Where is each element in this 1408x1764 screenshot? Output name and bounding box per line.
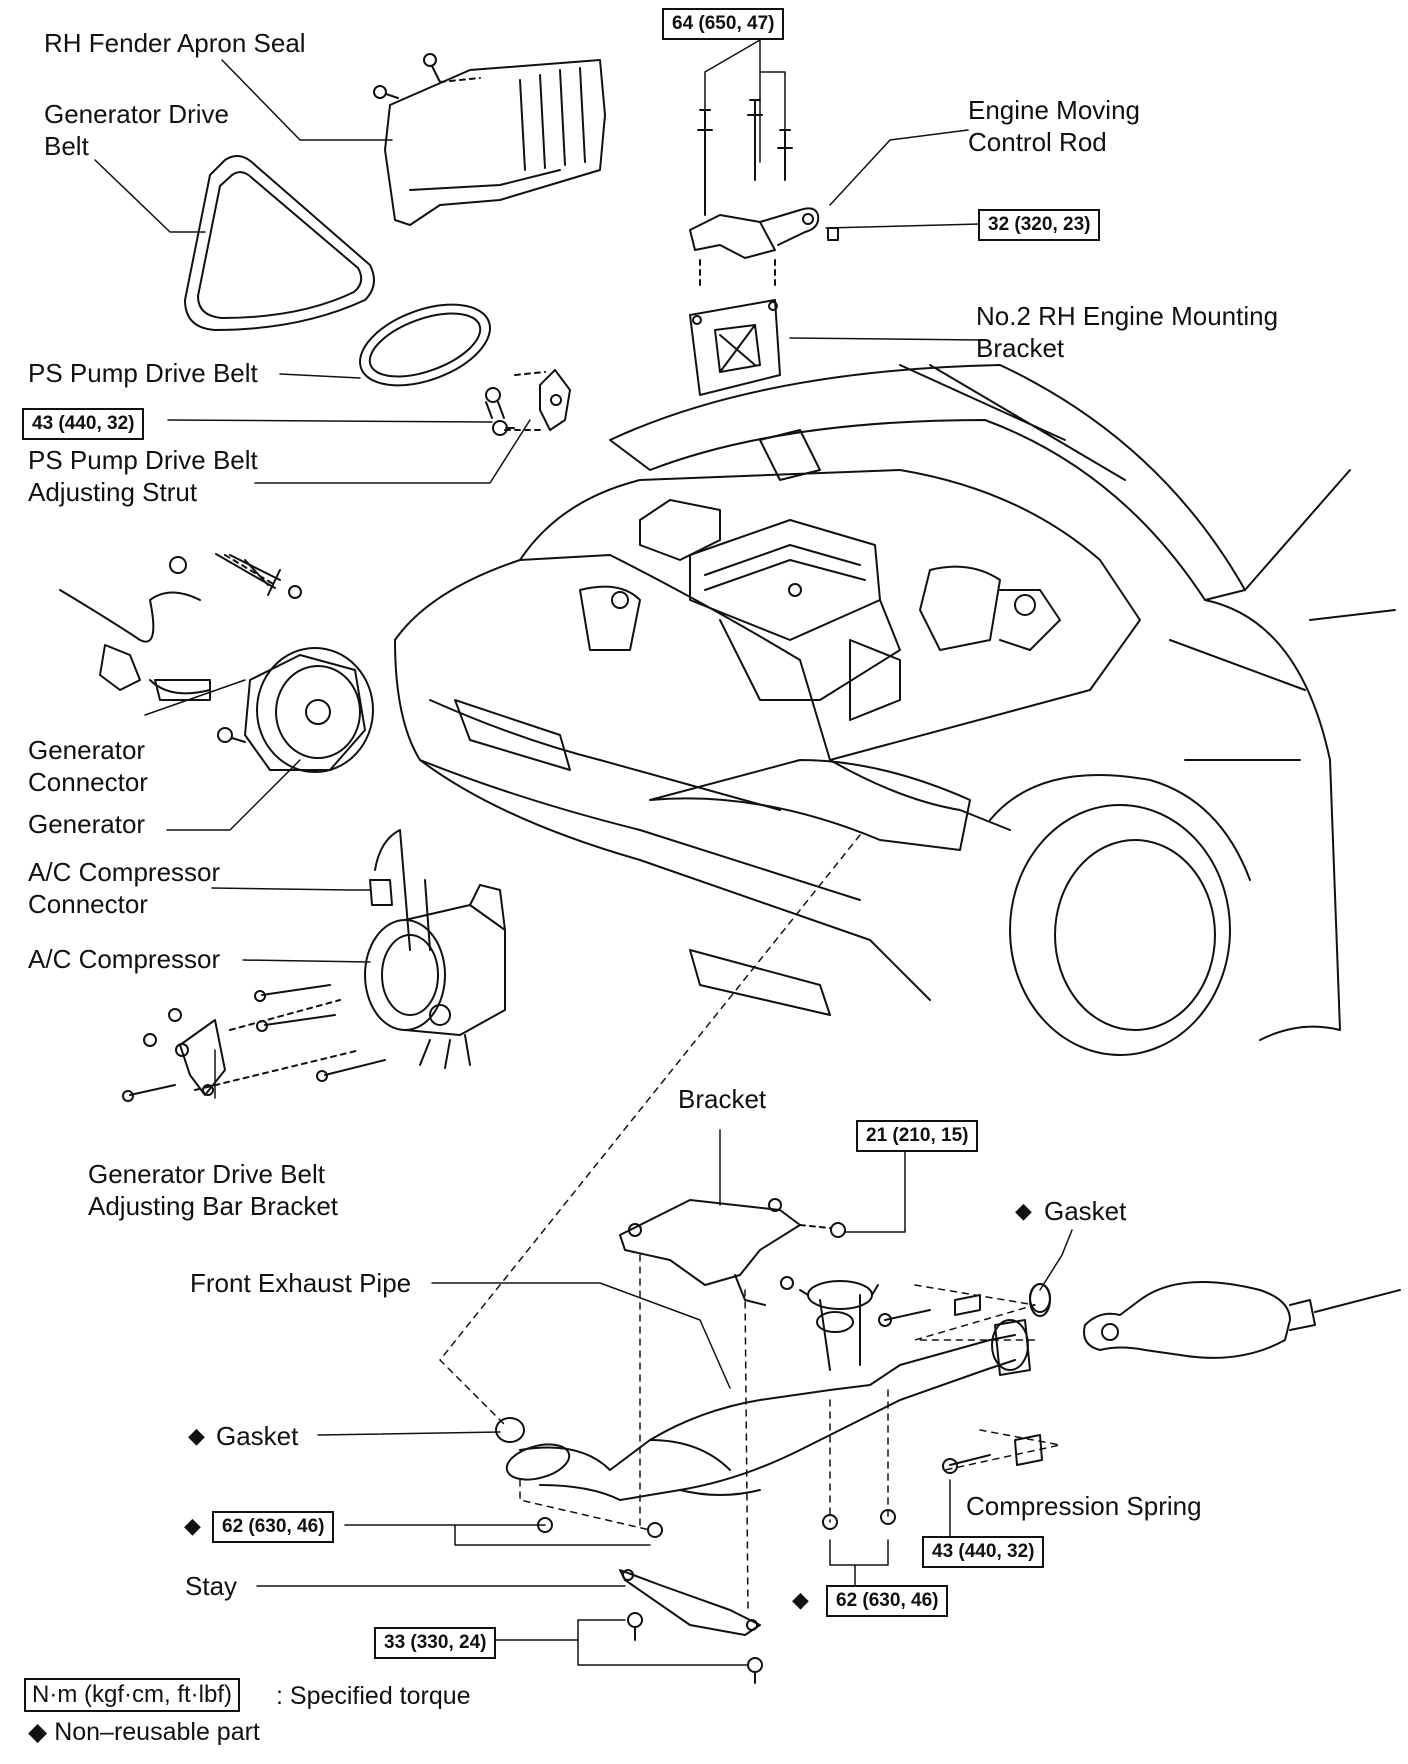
label-rh-fender-apron-seal: RH Fender Apron Seal: [44, 28, 306, 58]
ps-pump-drive-belt-part: [358, 303, 492, 387]
engine-control-rod-part: [689, 99, 839, 291]
fasteners: [495, 1283, 1051, 1684]
label-ac-compressor-connector: A/C Compressor Connector: [28, 857, 221, 919]
torque-top-bolts: 64 (650, 47): [662, 8, 785, 40]
leader-lines: [94, 39, 1073, 1666]
torque-compression-spring: 43 (440, 32): [922, 1536, 1045, 1568]
label-stay: Stay: [185, 1571, 238, 1601]
catalytic-converter-part: [1029, 1281, 1401, 1359]
torque-adjusting-strut: 43 (440, 32): [22, 408, 145, 440]
label-generator-drive-belt: Generator Drive Belt: [44, 99, 229, 161]
label-engine-moving-control-rod: Engine Moving Control Rod: [968, 95, 1140, 157]
label-generator-connector: Generator Connector: [28, 735, 148, 797]
generator-drive-belt-part: [184, 155, 375, 331]
torque-pipe-right: 62 (630, 46): [826, 1585, 949, 1617]
legend-unit-description: : Specified torque: [276, 1682, 471, 1710]
legend-non-reusable-text: Non–reusable part: [54, 1718, 260, 1746]
label-front-exhaust-pipe: Front Exhaust Pipe: [190, 1268, 412, 1298]
label-gasket-left: Gasket: [216, 1421, 299, 1451]
assembly-guide-lines: [439, 834, 1061, 1611]
label-ps-pump-drive-belt: PS Pump Drive Belt: [28, 358, 258, 388]
label-no2-rh-engine-mounting-bracket: No.2 RH Engine Mounting Bracket: [976, 301, 1279, 363]
fender-apron-seal-part: [373, 53, 606, 226]
label-bracket: Bracket: [678, 1084, 767, 1114]
torque-control-rod: 32 (320, 23): [978, 209, 1101, 241]
label-generator-drive-belt-adjusting-bar-bracket: Generator Drive Belt Adjusting Bar Brack…: [88, 1159, 339, 1221]
non-reusable-marker-pipe-left: ◆: [184, 1513, 201, 1538]
torque-stay: 33 (330, 24): [374, 1627, 497, 1659]
torque-pipe-left: 62 (630, 46): [212, 1511, 335, 1543]
label-gasket-right: Gasket: [1044, 1196, 1127, 1226]
label-generator: Generator: [28, 809, 146, 839]
non-reusable-marker-pipe-right: ◆: [792, 1587, 809, 1612]
legend-non-reusable-marker: ◆: [28, 1718, 48, 1746]
label-ps-pump-drive-belt-adjusting-strut: PS Pump Drive Belt Adjusting Strut: [28, 445, 258, 507]
non-reusable-marker-gasket-right: ◆: [1015, 1198, 1032, 1223]
adjusting-strut-part: [485, 369, 571, 436]
label-ac-compressor: A/C Compressor: [28, 944, 221, 974]
non-reusable-marker-gasket-left: ◆: [188, 1423, 205, 1448]
legend-non-reusable: ◆ Non–reusable part: [28, 1716, 260, 1748]
label-compression-spring: Compression Spring: [966, 1491, 1202, 1521]
generator-part: [59, 553, 374, 773]
exhaust-bracket-part: [619, 1198, 846, 1306]
torque-bracket: 21 (210, 15): [856, 1120, 979, 1152]
legend-unit-box: N·m (kgf·cm, ft·lbf): [24, 1678, 240, 1712]
engine-mounting-bracket-part: [689, 299, 781, 396]
ac-compressor-part: [122, 829, 506, 1102]
vehicle-front-illustration: [394, 364, 1396, 1056]
front-exhaust-pipe-part: [505, 1280, 1031, 1501]
